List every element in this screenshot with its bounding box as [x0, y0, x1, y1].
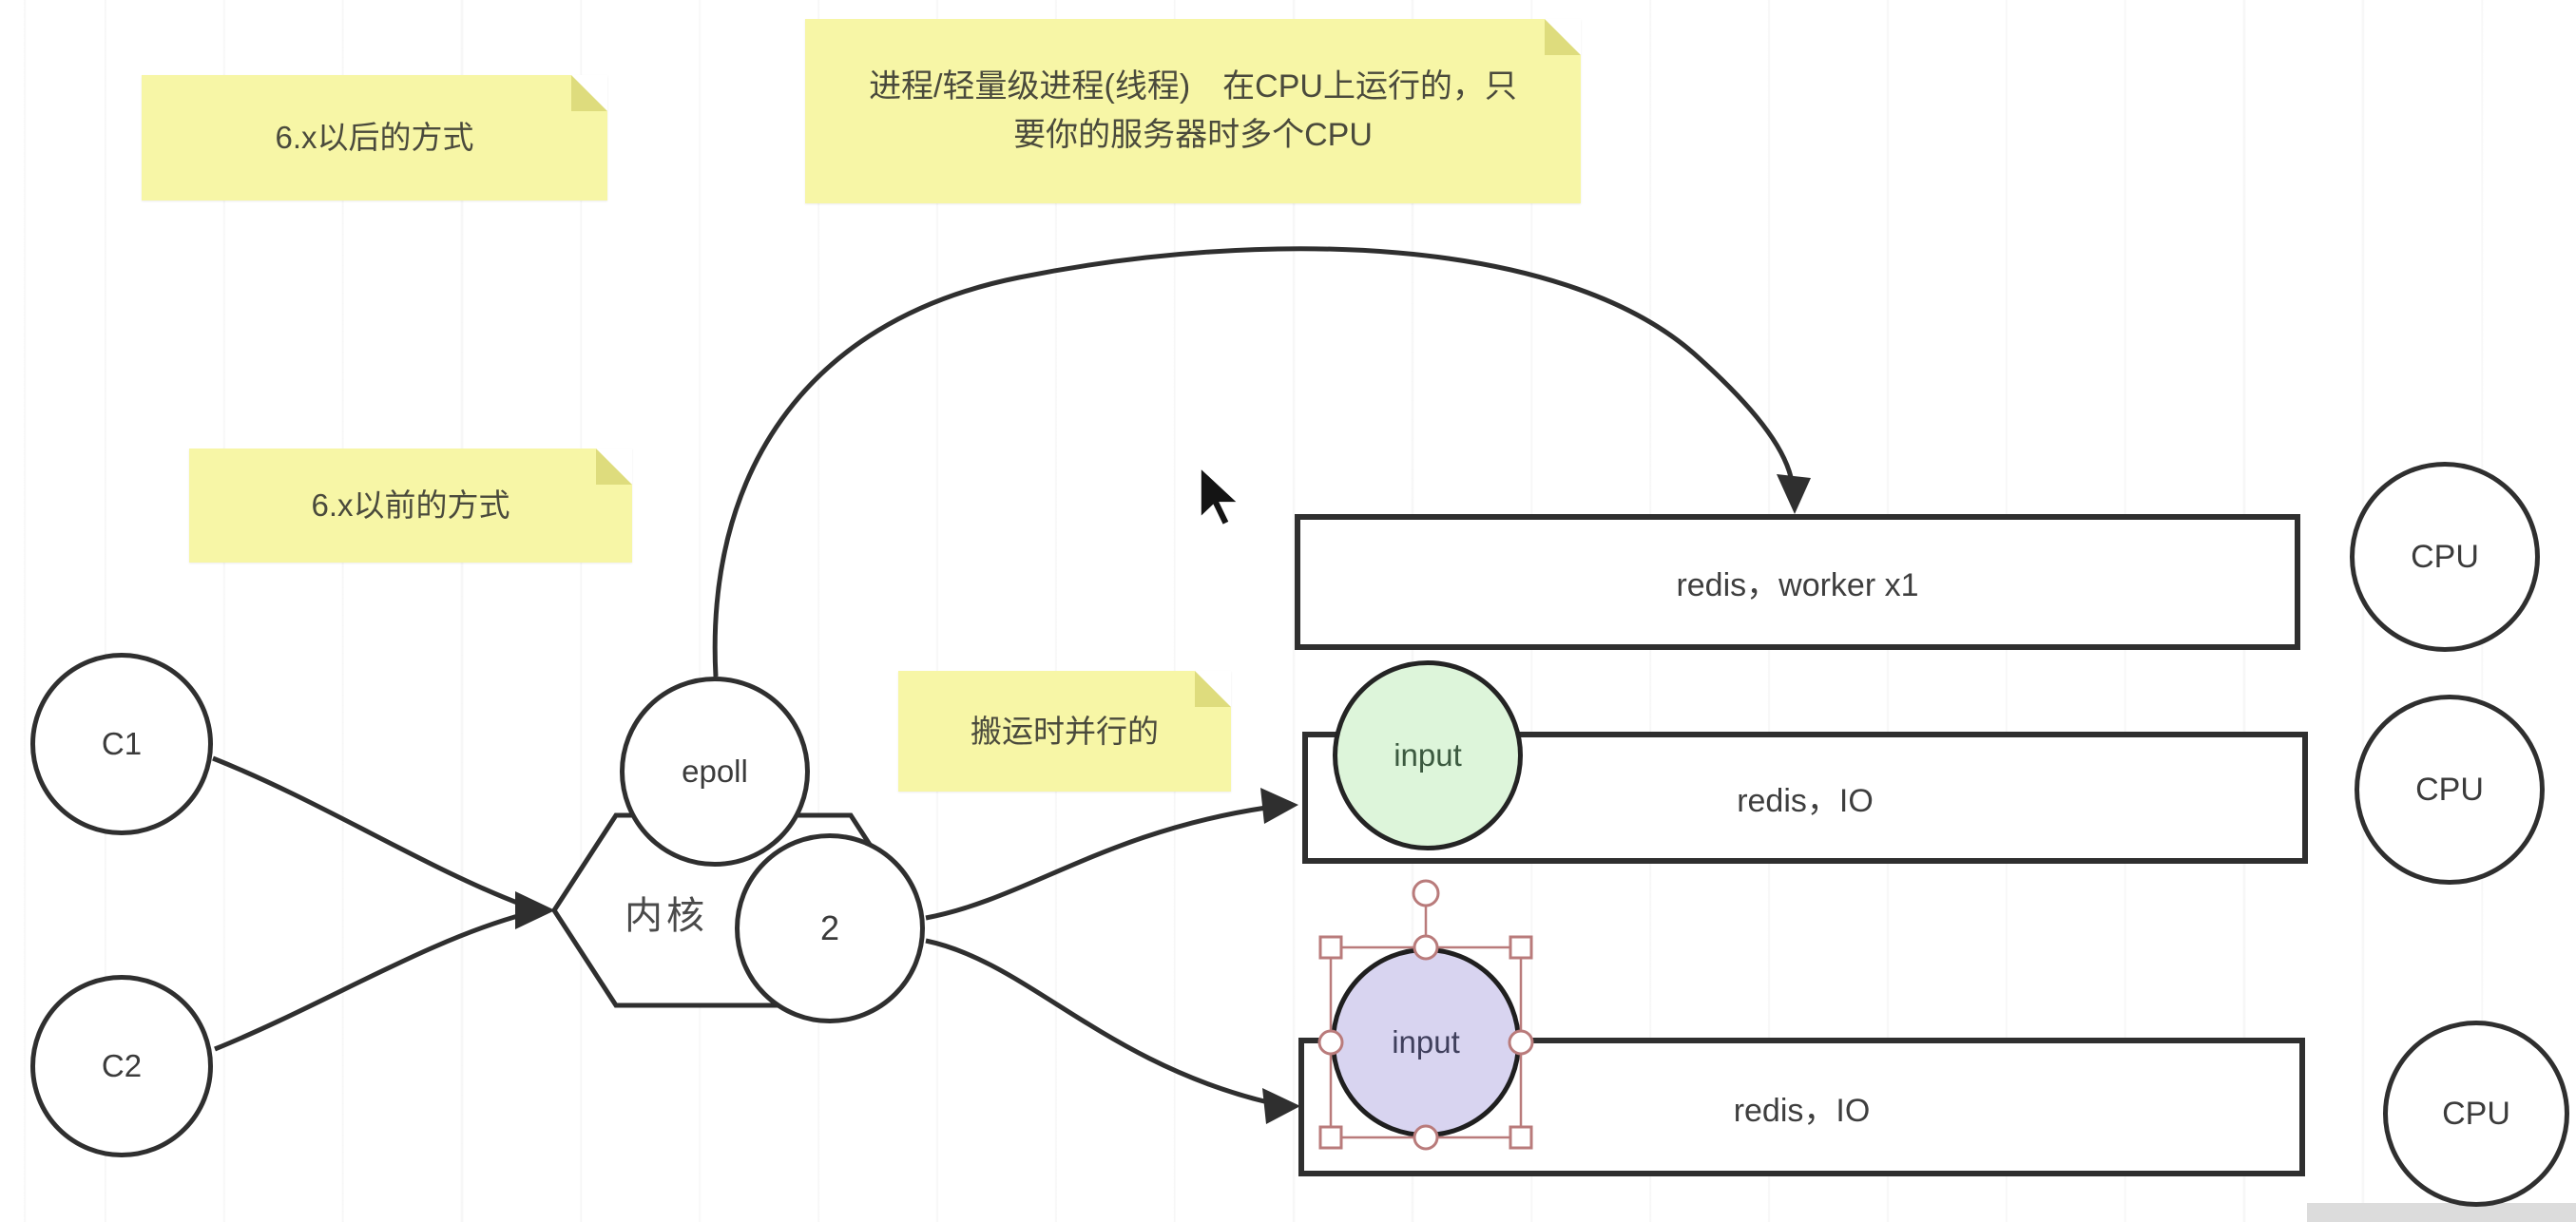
client-c1-node[interactable]: C1: [30, 653, 213, 835]
screen-edge-artifact: [2307, 1203, 2576, 1222]
input-green-label: input: [1394, 737, 1462, 773]
arrow-epoll-to-worker-bar[interactable]: [712, 246, 1794, 678]
resize-handle-nw[interactable]: [1318, 935, 1343, 960]
arrowhead-io1: [1260, 788, 1298, 824]
resize-handle-n[interactable]: [1413, 934, 1439, 961]
cpu-node-3-label: CPU: [2442, 1095, 2510, 1132]
resize-handle-se[interactable]: [1509, 1125, 1533, 1150]
sticky-note-process-cpu-text: 进程/轻量级进程(线程) 在CPU上运行的，只 要你的服务器时多个CPU: [869, 68, 1517, 153]
sticky-note-after-6x[interactable]: 6.x以后的方式: [142, 75, 607, 200]
sticky-note-process-cpu[interactable]: 进程/轻量级进程(线程) 在CPU上运行的，只 要你的服务器时多个CPU: [805, 19, 1581, 203]
resize-handle-ne[interactable]: [1509, 935, 1533, 960]
resize-handle-sw[interactable]: [1318, 1125, 1343, 1150]
cpu-node-2[interactable]: CPU: [2355, 695, 2545, 885]
epoll-node[interactable]: epoll: [620, 677, 810, 867]
resize-handle-e[interactable]: [1508, 1029, 1534, 1056]
cpu-node-1[interactable]: CPU: [2350, 462, 2540, 652]
io-count-label: 2: [819, 908, 840, 947]
arrowhead-io2: [1262, 1088, 1300, 1124]
client-c1-label: C1: [101, 726, 143, 761]
epoll-label: epoll: [682, 754, 748, 789]
arrowhead-kernel: [515, 891, 555, 929]
arrow-c2-to-kernel[interactable]: [214, 911, 526, 1052]
sticky-note-before-6x-text: 6.x以前的方式: [311, 487, 510, 524]
mouse-cursor: [1198, 461, 1245, 529]
sticky-note-after-6x-text: 6.x以后的方式: [275, 120, 474, 156]
arrowhead-worker-bar: [1777, 474, 1811, 514]
io-bar-1-label: redis，IO: [1737, 783, 1874, 819]
sticky-note-before-6x[interactable]: 6.x以前的方式: [189, 449, 632, 563]
selection-box[interactable]: [1329, 945, 1523, 1139]
sticky-note-parallel[interactable]: 搬运时并行的: [898, 671, 1231, 792]
input-purple-label: input: [1392, 1024, 1460, 1060]
arrow-2-to-io1[interactable]: [925, 805, 1267, 921]
arrow-2-to-io2[interactable]: [925, 938, 1269, 1105]
cpu-node-1-label: CPU: [2411, 538, 2479, 575]
kernel-label: 内核: [625, 895, 708, 937]
input-green-node[interactable]: input: [1333, 660, 1523, 850]
sticky-note-parallel-text: 搬运时并行的: [971, 713, 1159, 749]
resize-handle-w[interactable]: [1317, 1029, 1344, 1056]
io-count-node[interactable]: 2: [735, 833, 925, 1023]
rotate-handle[interactable]: [1412, 879, 1440, 907]
client-c2-node[interactable]: C2: [30, 975, 213, 1157]
resize-handle-s[interactable]: [1413, 1124, 1439, 1151]
client-c2-label: C2: [101, 1048, 143, 1083]
cpu-node-3[interactable]: CPU: [2383, 1021, 2569, 1207]
arrow-c1-to-kernel[interactable]: [212, 755, 526, 908]
cpu-node-2-label: CPU: [2415, 771, 2484, 808]
io-bar-2-label: redis，IO: [1733, 1092, 1871, 1129]
worker-bar-label: redis，worker x1: [1676, 567, 1919, 603]
worker-bar[interactable]: redis，worker x1: [1295, 514, 2300, 650]
